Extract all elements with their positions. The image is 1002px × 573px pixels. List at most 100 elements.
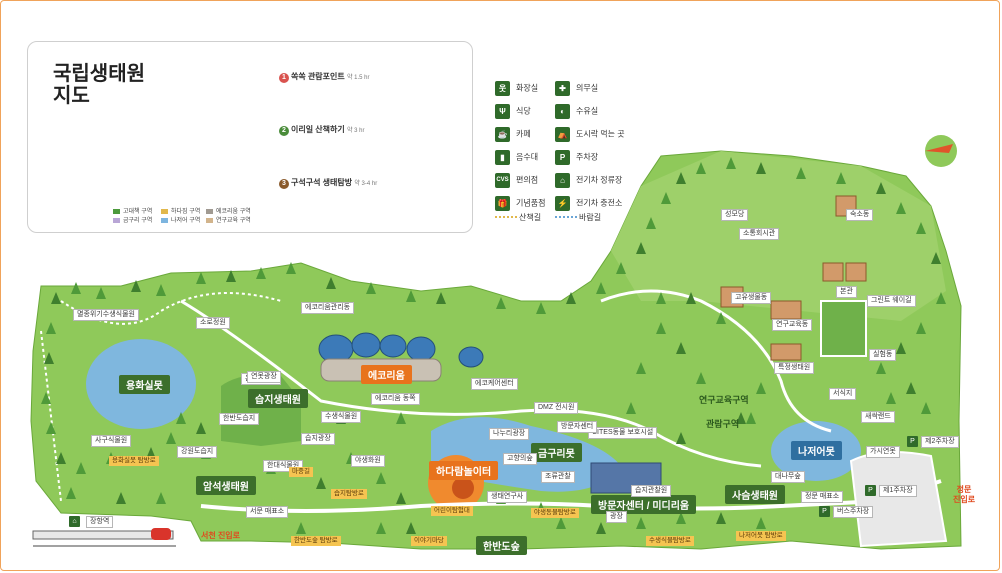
label-hadarim[interactable]: 하다람놀이터 (429, 461, 499, 480)
toilet-icon: 웃 (495, 81, 510, 96)
picnic-area-icon: ⛺ (555, 127, 570, 142)
facility-nursing: ◐수유실 (555, 104, 598, 119)
label-west-ticket[interactable]: 서문 매표소 (246, 506, 289, 518)
tree-icon (756, 517, 766, 529)
tree-icon (116, 492, 126, 504)
label-janghang-station: 장항역 (86, 516, 114, 528)
tree-icon (746, 412, 756, 424)
tree-icon (556, 517, 566, 529)
tree-icon (51, 292, 61, 304)
tree-icon (636, 517, 646, 529)
tree-icon (71, 282, 81, 294)
tree-icon (916, 322, 926, 334)
tree-icon (131, 280, 141, 292)
tree-icon (636, 362, 646, 374)
tree-icon (286, 262, 296, 274)
tree-icon (156, 492, 166, 504)
small-place-label: 한반도습지 (219, 413, 260, 425)
label-yongwha-pond[interactable]: 용화실못 (119, 375, 170, 394)
label-ecorium[interactable]: 에코리움 (361, 365, 412, 384)
small-place-label: 서식지 (829, 388, 857, 400)
tree-icon (921, 402, 931, 414)
water-fountain-icon: ▮ (495, 150, 510, 165)
label-species: 특정생태원 (774, 362, 815, 374)
road-main (200, 479, 942, 513)
label-parking-2[interactable]: 제2주차장 (921, 436, 959, 448)
tree-icon (406, 290, 416, 302)
parking-icon-bus[interactable]: P (819, 506, 830, 517)
small-place-label: 방문자센터 (557, 421, 598, 433)
label-wetland[interactable]: 습지생태원 (248, 389, 308, 408)
label-main-building: 본관 (836, 286, 857, 298)
tree-icon (836, 172, 846, 184)
tree-icon (646, 217, 656, 229)
tree-icon (41, 392, 51, 404)
trail-label: 어린이탐험대 (431, 506, 473, 516)
tree-icon (936, 292, 946, 304)
tree-icon (226, 270, 236, 282)
trail-label: 습지탐방로 (331, 489, 367, 499)
sports-field (820, 300, 867, 357)
map-title: 국립생태원 지도 (53, 63, 145, 107)
label-cites: CITES동물 보호시설 (588, 427, 658, 439)
small-place-label: 가시연못 (866, 446, 900, 458)
ev-stop-icon: ⌂ (555, 173, 570, 188)
label-parking-1[interactable]: 제1주차장 (879, 485, 917, 497)
label-main-ticket[interactable]: 정문 매표소 (801, 491, 844, 503)
tree-icon (296, 522, 306, 534)
label-najeo-pond[interactable]: 나저어못 (791, 441, 842, 460)
tree-icon (686, 292, 696, 304)
small-place-label: 에코리움 동쪽 (371, 393, 420, 405)
tree-icon (566, 292, 576, 304)
facility-walk-path: 산책길 (519, 213, 542, 222)
tree-icon (896, 342, 906, 354)
tree-icon (76, 462, 86, 474)
tree-icon (661, 192, 671, 204)
nursing-room-icon: ◐ (555, 104, 570, 119)
parking-icon-2[interactable]: P (907, 436, 918, 447)
road-north (600, 289, 832, 433)
west-entrance[interactable]: 서천 진입로 (201, 531, 241, 540)
label-bus-parking[interactable]: 버스주차장 (833, 506, 874, 518)
small-place-label: 습지광장 (301, 433, 335, 445)
tree-icon (636, 242, 646, 254)
label-rock-garden[interactable]: 암석생태원 (196, 476, 256, 495)
trail-label: 이야기마당 (411, 536, 447, 546)
tree-icon (436, 292, 446, 304)
facility-picnic: ⛺도시락 먹는 곳 (555, 127, 625, 142)
train-graphic (32, 528, 176, 547)
zone-3: 하다짐 구역 (161, 206, 200, 215)
road-loop (180, 299, 762, 468)
tree-icon (716, 512, 726, 524)
tree-icon (396, 492, 406, 504)
label-visitor-center[interactable]: 방문자센터 / 미디리움 (591, 495, 697, 514)
tree-icon (676, 342, 686, 354)
station-icon: ⌂ (69, 516, 80, 527)
tree-icon (616, 262, 626, 274)
label-korea-forest[interactable]: 한반도숲 (476, 536, 527, 555)
tree-icon (796, 167, 806, 179)
tree-icon (196, 422, 206, 434)
tree-icon (696, 162, 706, 174)
small-place-label: 대나무숲 (771, 471, 805, 483)
tree-icon (736, 412, 746, 424)
parking-icon: P (555, 150, 570, 165)
small-place-label: 수생식물원 (321, 411, 362, 423)
label-ecocare: 에코케어센터 (471, 378, 518, 390)
parking-icon-1[interactable]: P (865, 485, 876, 496)
label-info: 소통회시관 (739, 228, 780, 240)
tree-icon (596, 282, 606, 294)
label-deer-park[interactable]: 사슴생태원 (725, 485, 785, 504)
small-place-label: 조류관찰 (541, 471, 575, 483)
facility-ev-stop: ⌂전기차 정류장 (555, 173, 622, 188)
label-geumguri[interactable]: 금구리못 (531, 443, 582, 462)
tree-icon (396, 412, 406, 424)
